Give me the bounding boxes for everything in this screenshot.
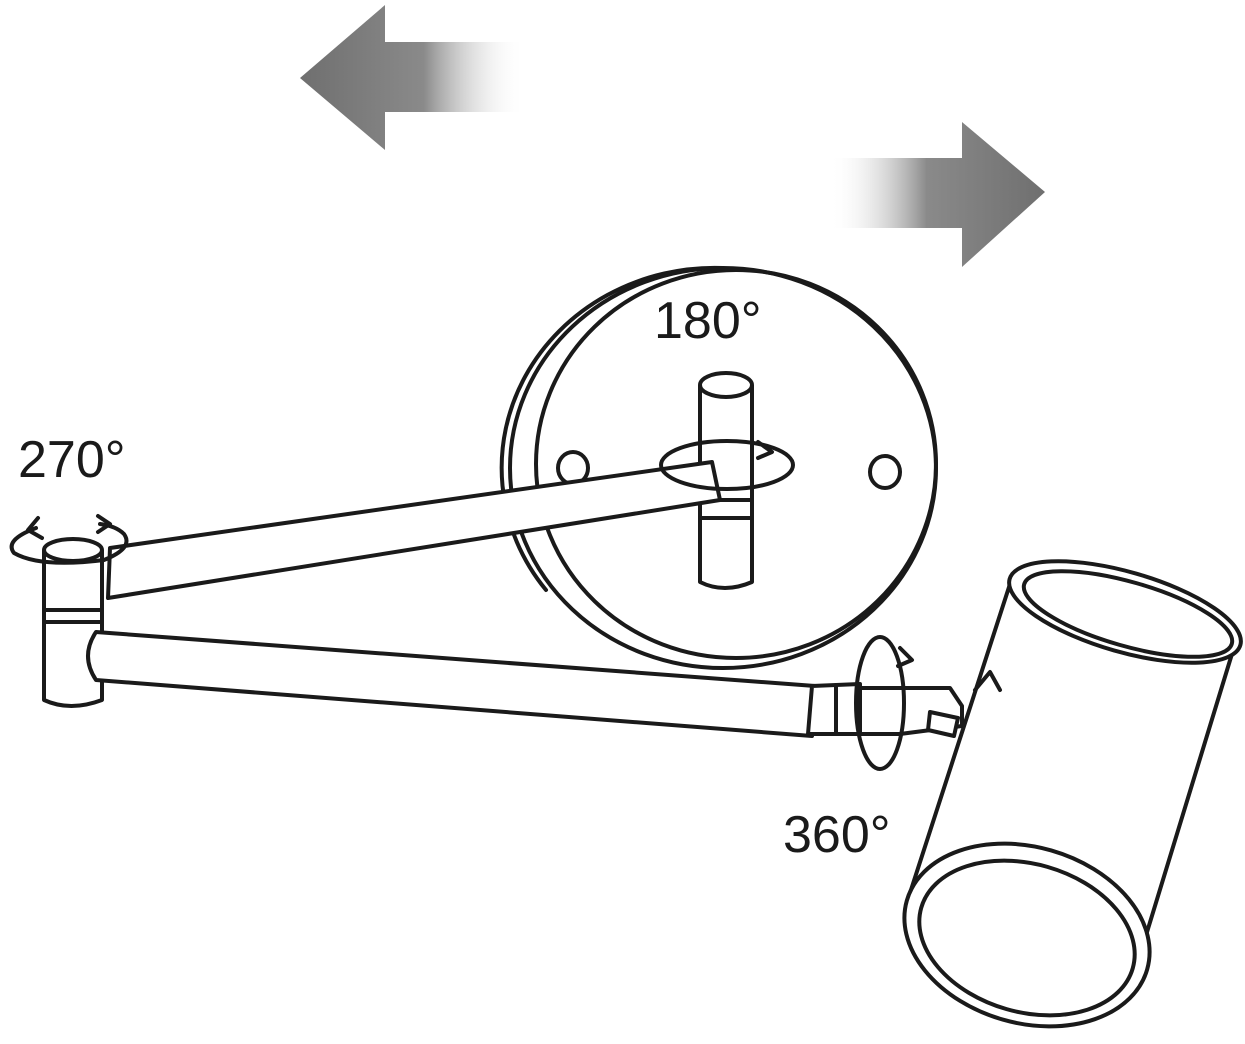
lower-arm xyxy=(86,630,964,738)
mounting-hole xyxy=(868,454,902,490)
rotate-icon xyxy=(9,514,129,565)
label-360: 360° xyxy=(783,806,891,864)
lamp-head xyxy=(902,559,1243,1029)
wall-plate xyxy=(499,265,938,670)
label-180: 180° xyxy=(654,292,762,350)
arrow-left-icon xyxy=(300,5,525,150)
rotate-icon xyxy=(659,439,795,491)
elbow-joint xyxy=(42,537,104,708)
arrow-right-icon xyxy=(830,122,1045,267)
upper-arm xyxy=(106,460,722,600)
rotate-icon xyxy=(854,635,914,771)
label-270: 270° xyxy=(18,431,126,489)
